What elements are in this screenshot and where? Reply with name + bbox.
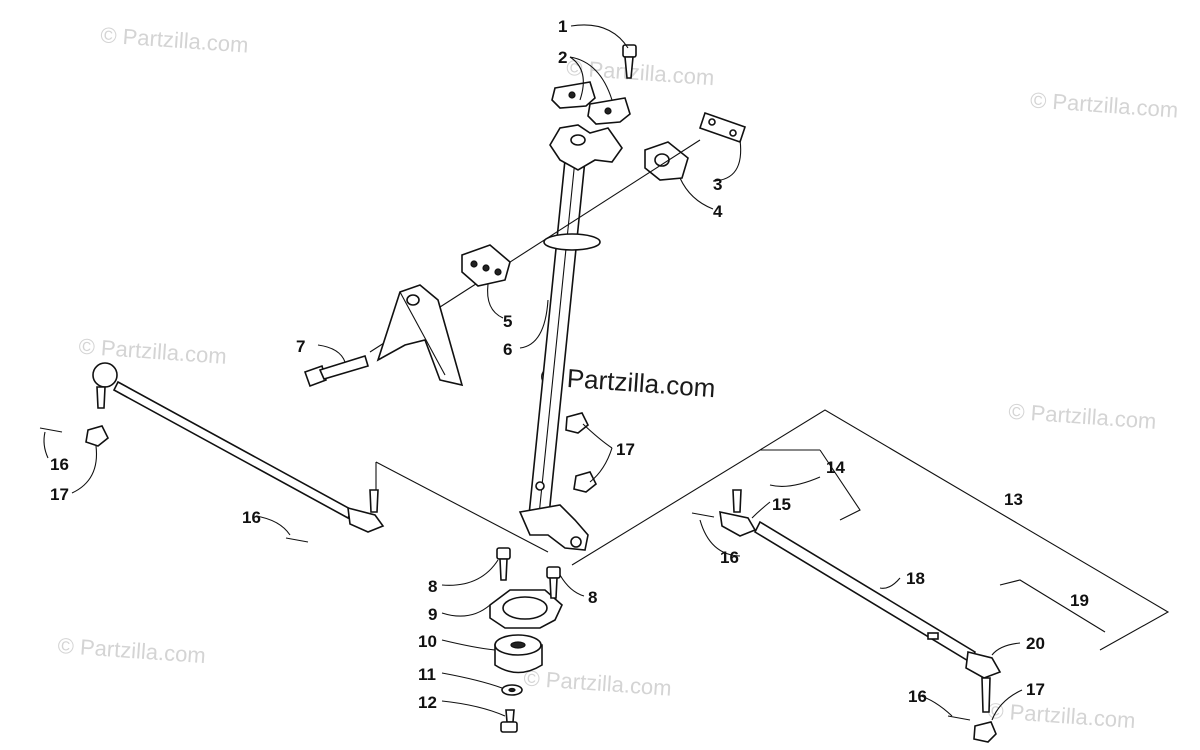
callout-16b: 16 xyxy=(242,508,261,527)
callout-5: 5 xyxy=(503,312,512,331)
handlebar-clamp-caps xyxy=(551,81,631,125)
callout-18: 18 xyxy=(906,569,925,588)
watermark: © Partzilla.com xyxy=(1008,399,1158,434)
callout-15: 15 xyxy=(772,495,791,514)
callout-6: 6 xyxy=(503,340,512,359)
callout-10: 10 xyxy=(418,632,437,651)
callout-3: 3 xyxy=(713,175,722,194)
watermark: © Partzilla.com xyxy=(57,633,207,668)
callout-12: 12 xyxy=(418,693,437,712)
callout-8b: 8 xyxy=(588,588,597,607)
assembly-outlines xyxy=(375,409,1170,651)
support-bracket xyxy=(376,284,464,387)
callout-16d: 16 xyxy=(908,687,927,706)
callout-2: 2 xyxy=(558,48,567,67)
callout-9: 9 xyxy=(428,605,437,624)
callout-11: 11 xyxy=(418,665,436,684)
bolt xyxy=(622,44,637,79)
watermark: © Partzilla.com xyxy=(987,698,1137,733)
watermark: © Partzilla.com xyxy=(100,22,250,57)
leader-lines xyxy=(43,24,1023,721)
steering-post xyxy=(518,124,623,551)
callout-17b: 17 xyxy=(616,440,635,459)
callouts: 1 2 3 4 5 6 7 8 8 9 10 11 12 13 14 15 16… xyxy=(50,17,1089,712)
callout-1: 1 xyxy=(558,17,567,36)
flange-bolts xyxy=(496,547,561,599)
callout-8a: 8 xyxy=(428,577,437,596)
callout-20: 20 xyxy=(1026,634,1045,653)
retainer-plate xyxy=(698,111,747,144)
callout-17a: 17 xyxy=(50,485,69,504)
callout-7: 7 xyxy=(296,337,305,356)
watermark: © Partzilla.com xyxy=(1029,87,1179,122)
right-tie-rod xyxy=(719,489,1002,743)
bearing-bushing xyxy=(494,634,543,674)
callout-19: 19 xyxy=(1070,591,1089,610)
bottom-bolt xyxy=(500,709,518,733)
callout-14: 14 xyxy=(826,458,845,477)
callout-17c: 17 xyxy=(1026,680,1045,699)
castle-nuts xyxy=(565,412,598,493)
watermark-center: © Partzilla.com xyxy=(540,361,717,403)
lower-bushing-block xyxy=(461,244,511,287)
washer xyxy=(501,684,523,696)
left-tie-rod xyxy=(85,362,385,533)
cotter-pins xyxy=(39,427,971,721)
callout-13: 13 xyxy=(1004,490,1023,509)
watermark: © Partzilla.com xyxy=(523,665,673,700)
pivot-bolt xyxy=(303,354,369,388)
callout-4: 4 xyxy=(713,202,723,221)
flange-plate xyxy=(489,589,563,629)
callout-16c: 16 xyxy=(720,548,739,567)
callout-16a: 16 xyxy=(50,455,69,474)
